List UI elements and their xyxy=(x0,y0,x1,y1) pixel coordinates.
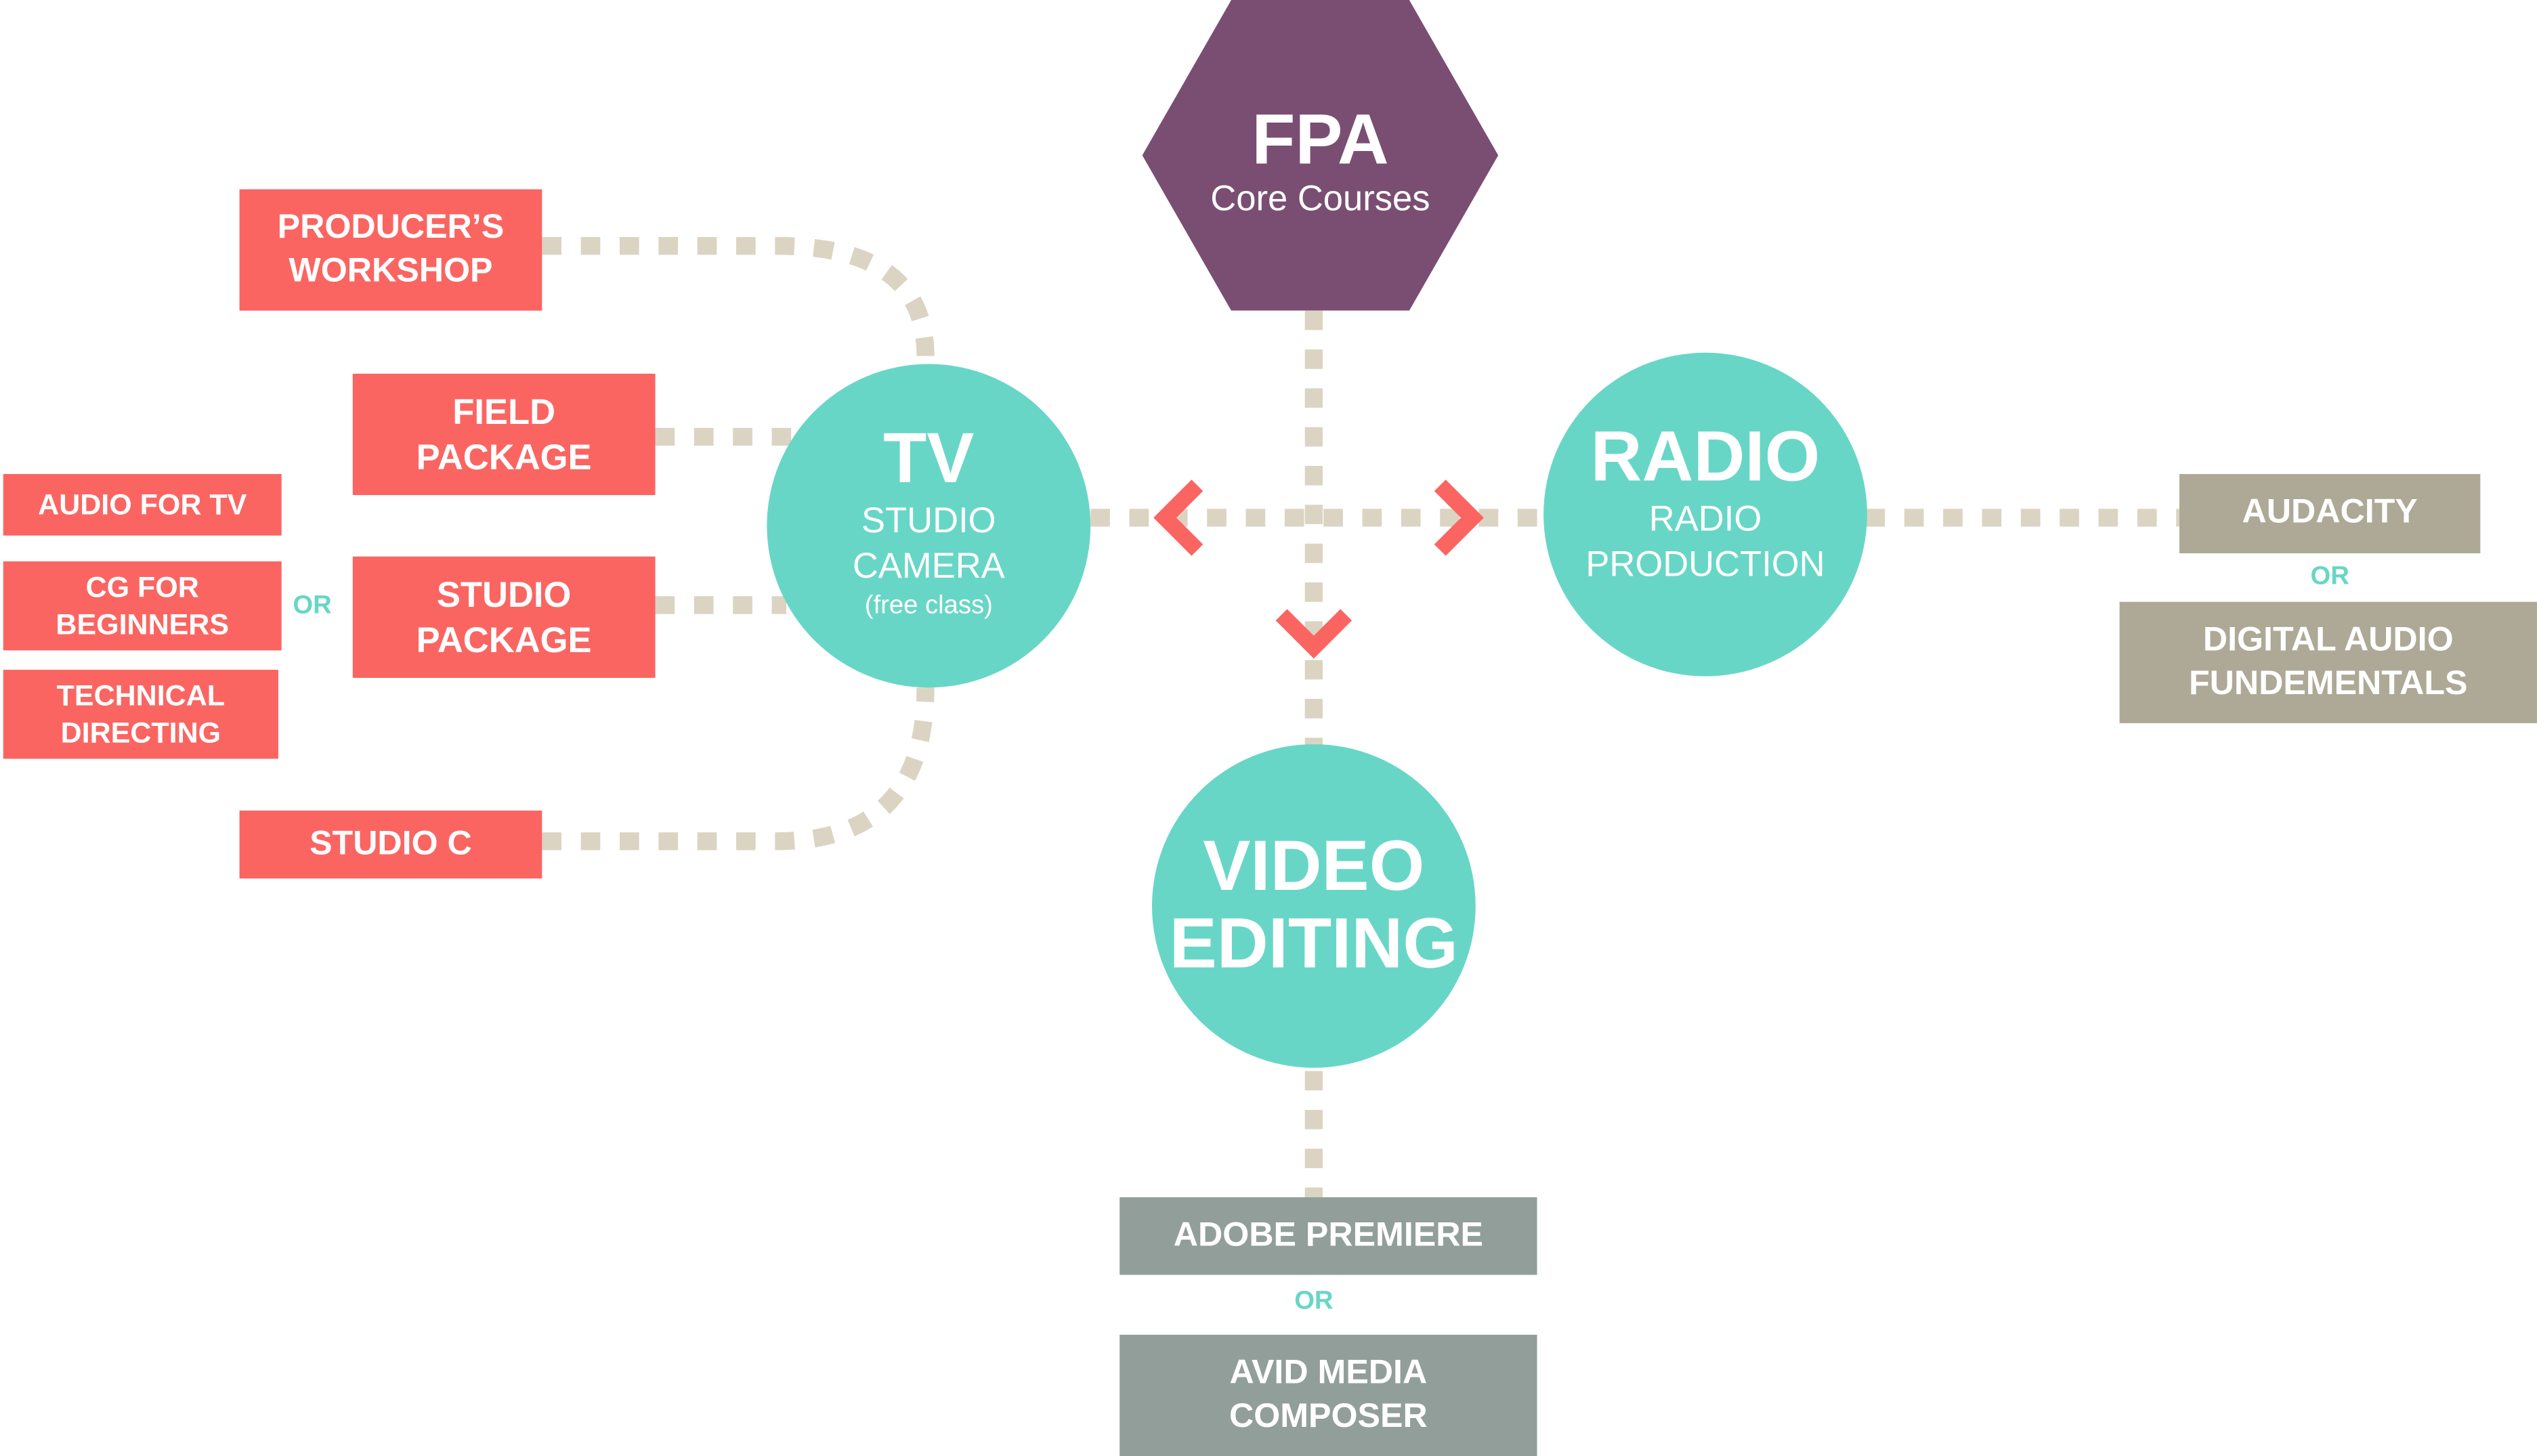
connector-tv-producers xyxy=(542,236,935,356)
course-digital-audio-fundementals: DIGITAL AUDIO FUNDEMENTALS xyxy=(2119,601,2537,723)
tv-line-1: STUDIO xyxy=(861,500,996,540)
tv-note: (free class) xyxy=(864,592,993,620)
fpa-subtitle: Core Courses xyxy=(1210,177,1430,219)
course-producers-workshop: PRODUCER’S WORKSHOP xyxy=(239,189,542,311)
radio-line-2: PRODUCTION xyxy=(1585,543,1825,584)
tv-title: TV xyxy=(883,419,975,498)
chevron-down-icon xyxy=(1275,609,1352,659)
connector-tv-studio-c xyxy=(542,687,935,851)
course-studio-package: STUDIO PACKAGE xyxy=(352,556,656,678)
course-avid-media-composer: AVID MEDIA COMPOSER xyxy=(1120,1334,1537,1456)
radio-circle: RADIO RADIO PRODUCTION xyxy=(1543,352,1867,677)
course-audacity: AUDACITY xyxy=(2179,473,2481,554)
course-cg-for-beginners: CG FOR BEGINNERS xyxy=(3,561,282,651)
video-line-2: EDITING xyxy=(1169,904,1459,984)
course-adobe-premiere: ADOBE PREMIERE xyxy=(1120,1197,1537,1275)
video-line-1: VIDEO xyxy=(1203,826,1425,906)
tv-circle: TV STUDIO CAMERA (free class) xyxy=(767,364,1091,688)
course-field-package: FIELD PACKAGE xyxy=(352,373,656,496)
course-studio-c: STUDIO C xyxy=(239,810,542,879)
radio-line-1: RADIO xyxy=(1648,498,1762,539)
tv-line-2: CAMERA xyxy=(852,545,1005,586)
fpa-title: FPA xyxy=(1252,100,1389,180)
course-technical-directing: TECHNICAL DIRECTING xyxy=(3,670,278,759)
radio-title: RADIO xyxy=(1590,417,1820,497)
or-label-tv: OR xyxy=(293,592,332,620)
video-editing-circle: VIDEO EDITING xyxy=(1151,744,1476,1068)
or-label-video: OR xyxy=(1294,1287,1334,1316)
course-audio-for-tv: AUDIO FOR TV xyxy=(3,473,282,536)
chevron-left-icon xyxy=(1153,479,1203,556)
chevron-right-icon xyxy=(1434,479,1484,556)
or-label-radio: OR xyxy=(2310,563,2349,591)
